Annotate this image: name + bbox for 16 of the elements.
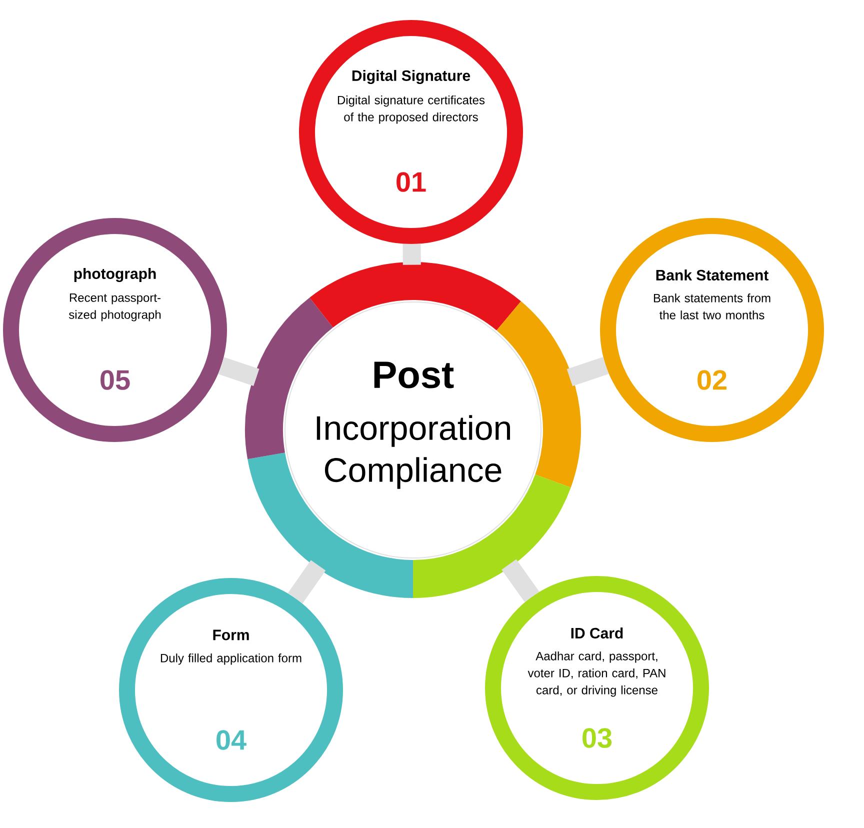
step-heading: Digital Signature: [352, 70, 470, 84]
step-number: 02: [698, 370, 726, 390]
step-description: Aadhar card, passport, voter ID, ration card, PAN card, or driving license: [528, 652, 666, 697]
step-heading: photograph: [74, 268, 156, 282]
step-number: 05: [100, 370, 130, 390]
step-description: Digital signature certificates of the proposed directors: [338, 96, 485, 124]
connector-band: [402, 244, 421, 265]
step-number: 01: [396, 172, 426, 192]
step-heading: Form: [213, 630, 249, 640]
step-description: Recent passport-sized photograph: [68, 294, 161, 322]
step-description: Bank statements from the last two months: [654, 294, 770, 320]
step-heading: Bank Statement: [656, 270, 768, 280]
step-number: 03: [582, 728, 612, 748]
step-heading: ID Card: [571, 628, 623, 638]
step-number: 04: [216, 730, 246, 750]
step-description: Duly filled application form: [160, 654, 302, 665]
